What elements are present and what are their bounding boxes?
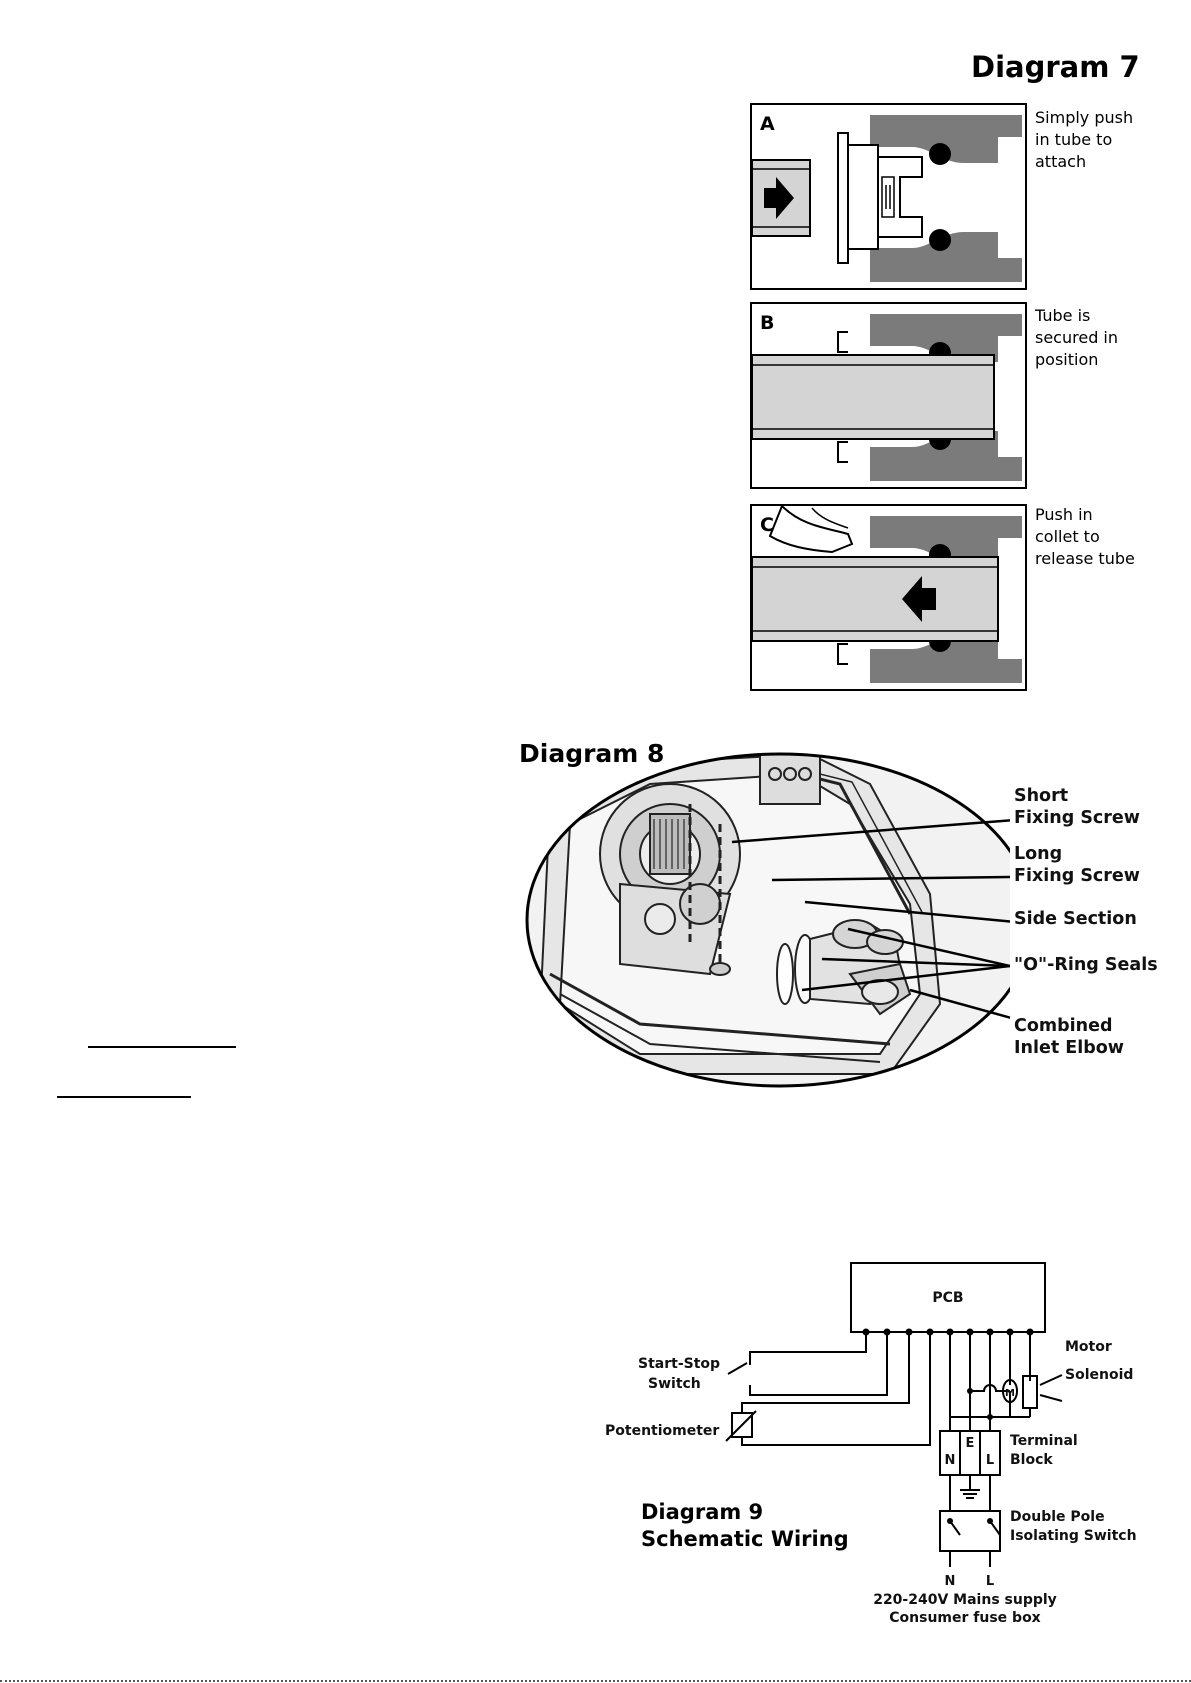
panel-b-caption: Tube is secured in position — [1035, 306, 1119, 369]
potentiometer-label: Potentiometer — [605, 1423, 719, 1439]
terminal-l: L — [986, 1453, 994, 1468]
diagram-8-title: Diagram 8 — [519, 739, 665, 768]
release-tube-illustration — [752, 506, 1022, 683]
terminal-label-1: Terminal — [1010, 1433, 1078, 1449]
diagram-7-title: Diagram 7 — [971, 50, 1140, 84]
start-stop-label-2: Switch — [648, 1376, 701, 1392]
callout-long-fixing-screw: Long Fixing Screw — [1014, 844, 1140, 886]
page-bottom-border — [0, 1680, 1191, 1682]
diagram-7-panel-b: B — [750, 302, 1027, 489]
supply-label-1: 220-240V Mains supply — [873, 1592, 1057, 1608]
terminal-e: E — [966, 1436, 975, 1451]
callout-o-ring-seals: "O"-Ring Seals — [1014, 955, 1158, 975]
divider-rule — [88, 1046, 236, 1048]
diagram-7-panel-c: C — [750, 504, 1027, 691]
solenoid-label: Solenoid — [1065, 1367, 1133, 1383]
panel-b-letter: B — [760, 312, 775, 334]
panel-c-letter: C — [760, 514, 774, 536]
callout-side-section: Side Section — [1014, 909, 1137, 929]
isolator-label-1: Double Pole — [1010, 1509, 1105, 1525]
supply-l: L — [986, 1574, 994, 1589]
diagram-9-title: Diagram 9 Schematic Wiring — [641, 1500, 849, 1551]
panel-a-letter: A — [760, 113, 775, 135]
start-stop-label-1: Start-Stop — [638, 1356, 720, 1372]
callout-short-fixing-screw: Short Fixing Screw — [1014, 786, 1140, 828]
terminal-label-2: Block — [1010, 1452, 1053, 1468]
callout-combined-inlet-elbow: Combined Inlet Elbow — [1014, 1016, 1124, 1058]
divider-rule — [57, 1096, 191, 1098]
terminal-n: N — [945, 1453, 956, 1468]
diagram-7-panel-a: A — [750, 103, 1027, 290]
push-fit-attach-illustration — [752, 115, 1022, 282]
motor-symbol: M — [1005, 1388, 1015, 1399]
tube-secured-illustration — [752, 314, 1022, 481]
panel-a-caption: Simply push in tube to attach — [1035, 108, 1134, 171]
pcb-label: PCB — [932, 1290, 963, 1306]
pump-assembly-illustration — [525, 752, 1010, 1088]
supply-n: N — [945, 1574, 956, 1589]
motor-label: Motor — [1065, 1339, 1112, 1355]
panel-c-caption: Push in collet to release tube — [1035, 505, 1135, 568]
schematic-wiring-diagram: PCB M Start-Stop Switch Potentiometer Mo… — [605, 1262, 1137, 1625]
isolator-label-2: Isolating Switch — [1010, 1528, 1137, 1544]
supply-label-2: Consumer fuse box — [889, 1610, 1040, 1625]
